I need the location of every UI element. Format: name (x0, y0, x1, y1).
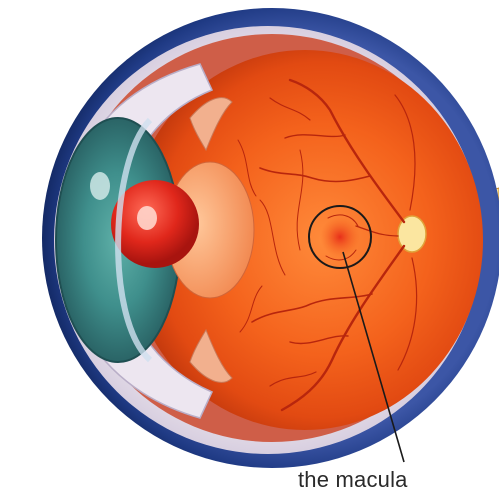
iris-highlight (90, 172, 110, 200)
pupil-highlight (137, 206, 157, 230)
macula-spot (320, 217, 360, 257)
macula-label: the macula (298, 467, 408, 493)
